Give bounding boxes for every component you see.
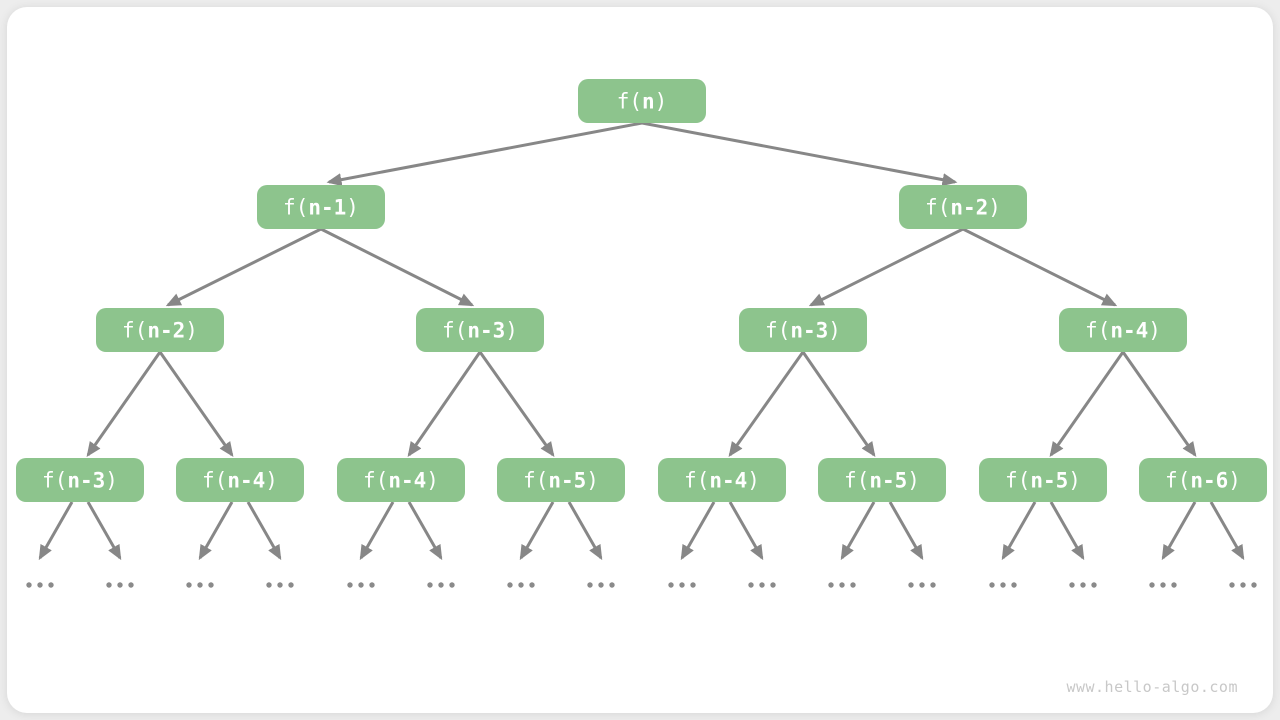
leaf-arrow bbox=[38, 501, 74, 561]
tree-node-label: f(n-5) bbox=[523, 469, 599, 493]
ellipsis-dots bbox=[186, 582, 214, 588]
tree-node-label: f(n-4) bbox=[1085, 319, 1161, 343]
edge-arrow-RL-RLR bbox=[801, 351, 876, 458]
edge-arrow-RL-RLL bbox=[728, 351, 805, 458]
leaf-arrow bbox=[1049, 501, 1085, 561]
edge-arrow-R-RL bbox=[808, 227, 964, 307]
edge-arrow-R-RR bbox=[962, 227, 1118, 307]
leaf-arrow bbox=[728, 501, 764, 561]
edge-arrow-root-R bbox=[641, 121, 958, 187]
ellipsis-dots bbox=[1229, 582, 1257, 588]
leaf-arrow bbox=[407, 501, 443, 561]
ellipsis-dots bbox=[266, 582, 294, 588]
edge-arrow-RR-RRL bbox=[1049, 351, 1125, 458]
tree-node-label: f(n-3) bbox=[442, 319, 518, 343]
edge-arrow-LL-LLR bbox=[158, 351, 234, 458]
leaf-arrow bbox=[246, 501, 282, 561]
tree-node-f(n-1): f(n-1) bbox=[257, 185, 385, 229]
ellipsis-dots bbox=[908, 582, 936, 588]
leaf-arrow bbox=[359, 501, 395, 561]
tree-node-label: f(n-1) bbox=[283, 196, 359, 220]
tree-node-f(n-6): f(n-6) bbox=[1139, 458, 1267, 502]
tree-node-f(n-5): f(n-5) bbox=[497, 458, 625, 502]
tree-node-label: f(n-4) bbox=[363, 469, 439, 493]
tree-node-label: f(n-6) bbox=[1165, 469, 1241, 493]
tree-node-label: f(n-5) bbox=[844, 469, 920, 493]
tree-node-f(n-4): f(n-4) bbox=[658, 458, 786, 502]
ellipsis-dots bbox=[668, 582, 696, 588]
tree-node-f(n-5): f(n-5) bbox=[979, 458, 1107, 502]
leaf-arrow bbox=[680, 501, 716, 561]
tree-node-f(n-4): f(n-4) bbox=[1059, 308, 1187, 352]
leaf-arrow bbox=[1161, 501, 1197, 561]
edge-arrow-LR-LRR bbox=[478, 351, 555, 458]
leaf-arrow bbox=[1209, 501, 1245, 561]
tree-node-f(n-5): f(n-5) bbox=[818, 458, 946, 502]
tree-node-f(n-3): f(n-3) bbox=[739, 308, 867, 352]
ellipsis-dots bbox=[748, 582, 776, 588]
tree-node-label: f(n) bbox=[617, 90, 668, 114]
leaf-arrow bbox=[198, 501, 234, 561]
edge-arrow-RR-RRR bbox=[1121, 351, 1197, 458]
leaf-arrow bbox=[86, 501, 122, 561]
leaf-arrow bbox=[888, 501, 924, 561]
leaf-arrow bbox=[1001, 501, 1037, 561]
tree-node-f(n-2): f(n-2) bbox=[96, 308, 224, 352]
tree-node-label: f(n-4) bbox=[202, 469, 278, 493]
edge-arrow-L-LL bbox=[165, 227, 322, 307]
tree-node-f(n-3): f(n-3) bbox=[416, 308, 544, 352]
ellipsis-dots bbox=[1069, 582, 1097, 588]
tree-node-label: f(n-5) bbox=[1005, 469, 1081, 493]
tree-node-f(n-4): f(n-4) bbox=[337, 458, 465, 502]
ellipsis-dots bbox=[587, 582, 615, 588]
tree-node-label: f(n-2) bbox=[925, 196, 1001, 220]
tree-node-label: f(n-3) bbox=[42, 469, 118, 493]
tree-node-f(n-3): f(n-3) bbox=[16, 458, 144, 502]
edge-arrow-L-LR bbox=[320, 227, 475, 307]
edge-arrow-root-L bbox=[326, 121, 643, 187]
leaf-arrow bbox=[519, 501, 555, 561]
tree-node-f(n): f(n) bbox=[578, 79, 706, 123]
ellipsis-dots bbox=[507, 582, 535, 588]
ellipsis-dots bbox=[828, 582, 856, 588]
ellipsis-dots bbox=[106, 582, 134, 588]
leaf-arrow bbox=[840, 501, 876, 561]
tree-node-f(n-2): f(n-2) bbox=[899, 185, 1027, 229]
ellipsis-dots bbox=[989, 582, 1017, 588]
tree-node-f(n-4): f(n-4) bbox=[176, 458, 304, 502]
edge-arrow-LL-LLL bbox=[86, 351, 162, 458]
ellipsis-dots bbox=[347, 582, 375, 588]
watermark: www.hello-algo.com bbox=[1066, 678, 1238, 696]
edge-arrow-LR-LRL bbox=[407, 351, 482, 458]
ellipsis-dots bbox=[26, 582, 54, 588]
leaf-arrow bbox=[567, 501, 603, 561]
tree-node-label: f(n-4) bbox=[684, 469, 760, 493]
ellipsis-dots bbox=[427, 582, 455, 588]
ellipsis-dots bbox=[1149, 582, 1177, 588]
tree-node-label: f(n-2) bbox=[122, 319, 198, 343]
tree-node-label: f(n-3) bbox=[765, 319, 841, 343]
